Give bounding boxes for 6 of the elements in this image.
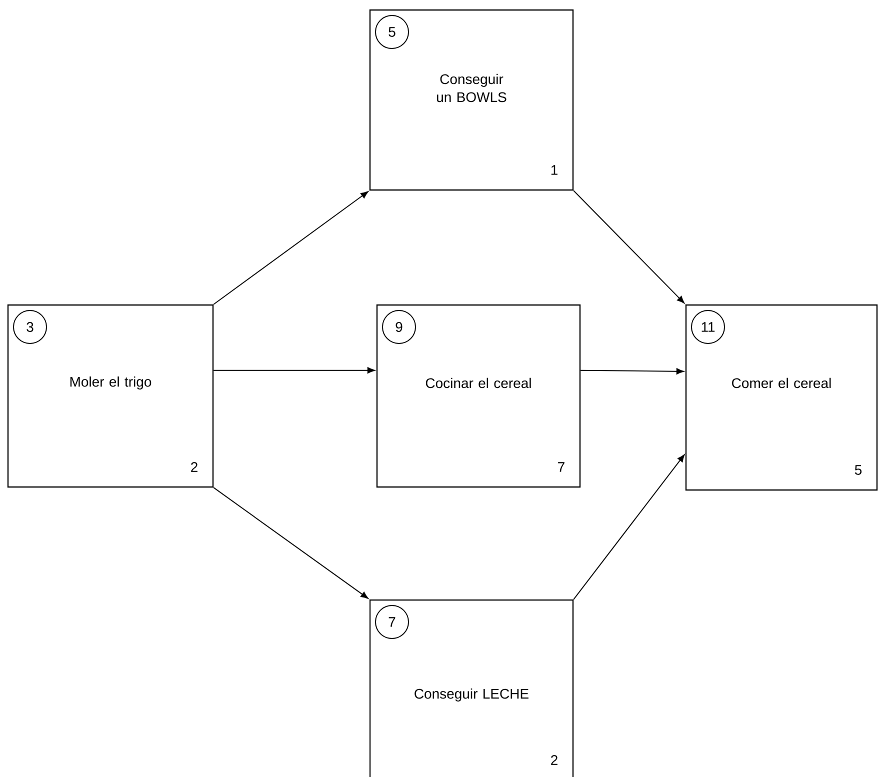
arrow	[213, 367, 375, 374]
arrow	[580, 368, 684, 374]
arrow	[573, 190, 684, 304]
arrow	[213, 191, 368, 305]
arrow	[573, 454, 685, 600]
arrow	[213, 487, 368, 599]
